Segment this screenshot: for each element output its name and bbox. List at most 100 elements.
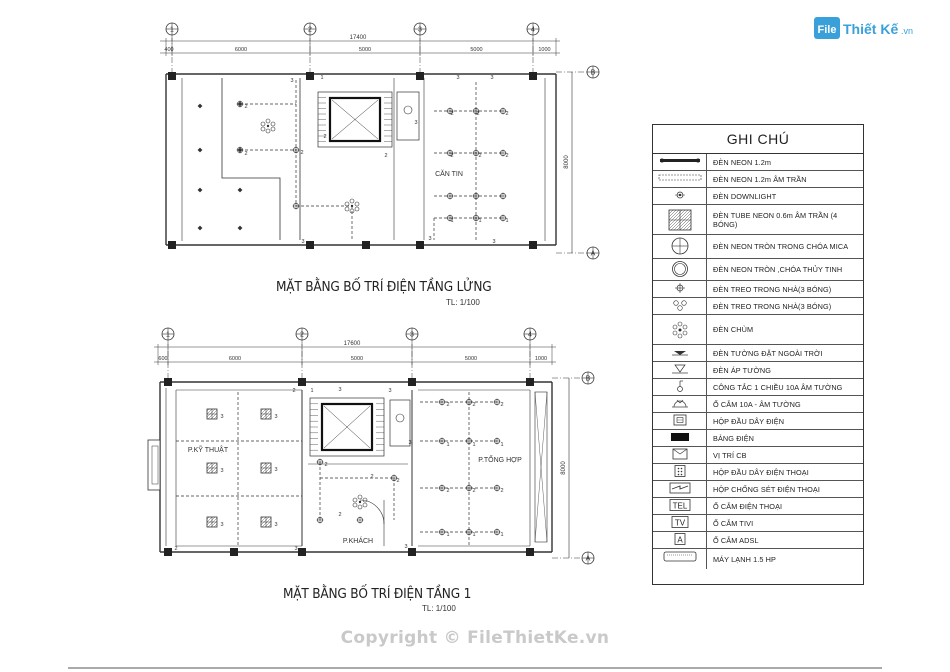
room-label-guest: P.KHÁCH [343, 536, 373, 545]
elevator-cross [331, 99, 379, 140]
legend-row: HỘP CHỐNG SÉT ĐIỆN THOẠI [653, 481, 863, 498]
phone-surge-icon [669, 482, 690, 493]
pt-label: 2 [500, 488, 503, 494]
pt-label: 1 [500, 532, 503, 538]
column-mark [529, 72, 537, 80]
pt-label: 1 [310, 388, 313, 394]
pt-label: 2 [384, 153, 387, 159]
dim-text-overall: 17600 [344, 341, 361, 347]
chandelier-icon [349, 198, 355, 204]
column-mark [230, 548, 238, 556]
tel-socket-icon: TEL [669, 498, 690, 511]
grid-label: A [591, 251, 596, 258]
legend-row: ĐÈN ÁP TƯỜNG [653, 362, 863, 379]
pt-label: 2 [338, 512, 341, 518]
grid-label: B [591, 70, 596, 77]
chandelier-icon [362, 497, 368, 503]
legend-label: Ổ CẮM 10A - ÂM TƯỜNG [713, 399, 801, 409]
grid-label: 4 [528, 332, 532, 339]
legend-label: ĐÈN TREO TRONG NHÀ(3 BÓNG) [713, 284, 832, 294]
pt-label: 3 [220, 522, 223, 528]
pt-label: 3 [492, 239, 495, 245]
dim-text-overall: 17400 [350, 35, 367, 41]
column-mark [168, 72, 176, 80]
pt-label: 2 [396, 478, 399, 484]
downlight-icon [674, 191, 685, 198]
pt-label: 1 [500, 442, 503, 448]
pt-label: 2 [450, 111, 453, 117]
logo-brand-text: Thiết Kế [843, 21, 898, 37]
chandelier-icon [357, 504, 363, 510]
pt-label: 2 [446, 488, 449, 494]
pt-label: 1 [446, 532, 449, 538]
chandelier-icon [260, 121, 266, 127]
elevator-cross [323, 405, 371, 449]
legend-label: VỊ TRÍ CB [713, 450, 747, 460]
chandelier-icon [352, 502, 358, 508]
entrance-porch [151, 445, 159, 485]
column-mark [416, 72, 424, 80]
neon-recessed-icon [658, 174, 701, 180]
column-mark [408, 378, 416, 386]
chandelier-icon [354, 206, 360, 212]
pt-label: 3 [290, 78, 293, 84]
legend-row: MÁY LẠNH 1.5 HP [653, 549, 863, 569]
legend-label: ĐÈN NEON 1.2m [713, 157, 772, 167]
chandelier-icon [354, 201, 360, 207]
legend-row: ĐÈN TƯỜNG ĐẶT NGOÀI TRỜI [653, 345, 863, 362]
legend-row: ĐÈN TUBE NEON 0.6m ÂM TRẦN (4 BÓNG) [653, 205, 863, 235]
glazing-panel [534, 391, 548, 543]
pt-label: 2 [300, 150, 303, 156]
tube-neon-grid-icon [668, 209, 691, 230]
plan-mezzanine-title: MẶT BẰNG BỐ TRÍ ĐIỆN TẦNG LỬNG [276, 279, 492, 295]
electric-panel-icon [670, 432, 689, 441]
outdoor-wall-light-icon [671, 350, 688, 355]
pt-label: 2 [370, 474, 373, 480]
dim-text-bay: 400 [164, 47, 173, 53]
legend-symbol-cell [653, 362, 707, 378]
legend-label: ĐÈN ÁP TƯỜNG [713, 365, 772, 375]
pt-label: 2 [505, 111, 508, 117]
column-mark [298, 548, 306, 556]
legend-row: ĐÈN NEON TRÒN TRONG CHÓA MICA [653, 235, 863, 259]
legend-symbol-cell [653, 188, 707, 204]
column-mark [362, 241, 370, 249]
pendant-3-bulb-icon [672, 299, 687, 311]
pt-label: 3 [274, 414, 277, 420]
room-label-canteen: CĂN TIN [435, 169, 463, 178]
legend-row: CÔNG TẮC 1 CHIỀU 10A ÂM TƯỜNG [653, 379, 863, 396]
legend-symbol-cell [653, 464, 707, 480]
legend-symbol-cell [653, 379, 707, 395]
pt-label: 1 [450, 218, 453, 224]
circuit-breaker-icon [672, 448, 687, 459]
junction-box-icon [673, 414, 686, 425]
legend-label: ĐÈN DOWNLIGHT [713, 191, 777, 201]
column-mark [408, 548, 416, 556]
legend-symbol-text: TEL [672, 501, 687, 510]
pt-label: 1 [472, 532, 475, 538]
pt-label: 3 [220, 414, 223, 420]
pt-label: 3 [301, 239, 304, 245]
legend-label: ĐÈN NEON 1.2m ÂM TRẦN [713, 174, 807, 184]
ceiling-light-icon [237, 187, 243, 193]
legend-row: VỊ TRÍ CB [653, 447, 863, 464]
pt-label: 3 [220, 468, 223, 474]
toilet-fixture [395, 413, 405, 423]
grid-label: 4 [531, 27, 535, 34]
pt-label: 3 [388, 388, 391, 394]
room-label-technical: P.KỸ THUẬT [188, 445, 229, 454]
legend-row: ĐÈN NEON 1.2m [653, 154, 863, 171]
chandelier-icon [357, 494, 363, 500]
dim-text-bay: 5000 [470, 47, 482, 53]
pt-label: 3 [404, 544, 407, 550]
pt-label: 1 [446, 442, 449, 448]
chandelier-icon [344, 201, 350, 207]
pendant-light-icon [674, 282, 685, 293]
pt-label: 3 [294, 546, 297, 552]
pt-label: 2 [292, 388, 295, 394]
